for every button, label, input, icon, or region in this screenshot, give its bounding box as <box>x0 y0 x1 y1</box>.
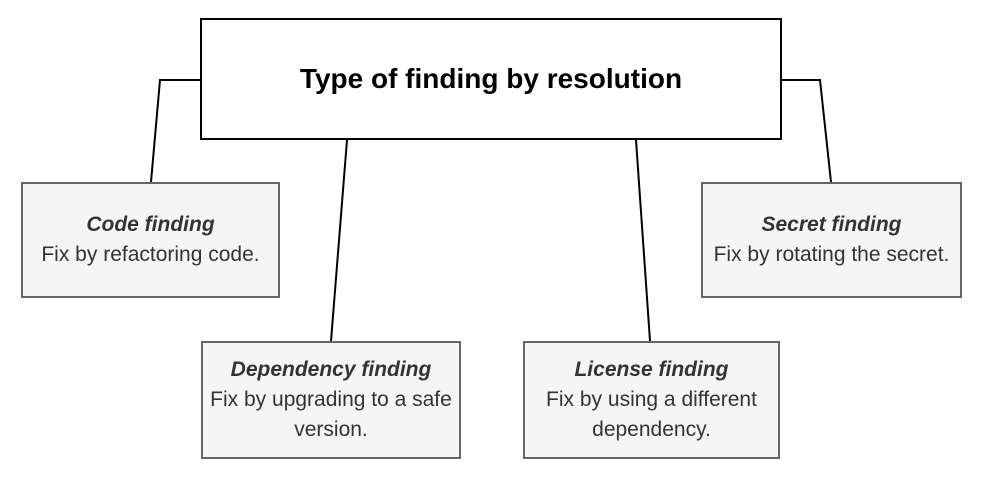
edge-root-to-dependency <box>330 139 348 342</box>
node-secret-finding: Secret finding Fix by rotating the secre… <box>701 182 962 298</box>
node-code-finding: Code finding Fix by refactoring code. <box>21 182 280 298</box>
node-body: Fix by using a different dependency. <box>546 388 757 441</box>
node-title: License finding <box>574 358 729 381</box>
node-body: Fix by refactoring code. <box>41 243 260 266</box>
edge-root-to-code <box>150 79 200 183</box>
node-title: Code finding <box>86 213 215 236</box>
root-title: Type of finding by resolution <box>299 63 683 94</box>
edge-root-to-license <box>635 139 651 342</box>
node-body: Fix by rotating the secret. <box>713 243 950 266</box>
node-title: Secret finding <box>761 213 902 236</box>
node-dependency-finding: Dependency finding Fix by upgrading to a… <box>201 341 461 459</box>
node-root: Type of finding by resolution <box>200 18 782 140</box>
node-title: Dependency finding <box>230 358 432 381</box>
node-license-finding: License finding Fix by using a different… <box>523 341 780 459</box>
edge-root-to-secret <box>782 79 832 183</box>
node-body: Fix by upgrading to a safe version. <box>210 388 452 441</box>
